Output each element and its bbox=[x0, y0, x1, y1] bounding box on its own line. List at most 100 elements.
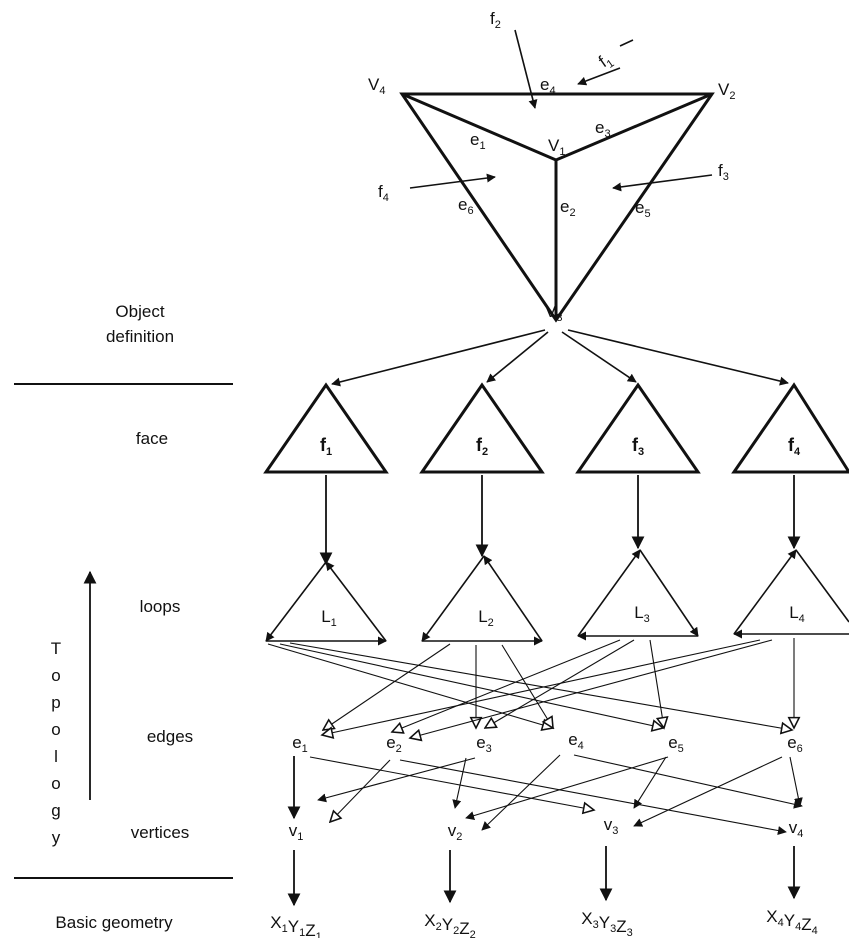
face-triangles bbox=[263, 382, 849, 474]
topology-letter: p bbox=[51, 693, 60, 712]
vertex-v3-label: v3 bbox=[604, 815, 619, 837]
basic-geometry-label: Basic geometry bbox=[55, 913, 173, 932]
object-definition-label-2: definition bbox=[106, 327, 174, 346]
face-triangle-f4 bbox=[731, 382, 849, 474]
arrow-to-f1 bbox=[331, 329, 546, 387]
arrow-to-f2 bbox=[486, 331, 549, 383]
tetra-face-label-f3: f3 bbox=[718, 161, 729, 183]
edge-e2-label: e2 bbox=[386, 733, 402, 755]
loop-triangle-l1 bbox=[265, 561, 387, 646]
arrow-e2-v1 bbox=[330, 759, 391, 822]
arrow-to-f3 bbox=[561, 331, 637, 383]
face-f4-label: f4 bbox=[788, 435, 801, 458]
face-triangle-f3 bbox=[575, 382, 701, 474]
arrow-l3-e2 bbox=[392, 639, 621, 732]
vertex-labels: v1 v2 v3 v4 bbox=[289, 815, 804, 843]
tetra-edge-label-e1: e1 bbox=[470, 130, 486, 152]
edge-e5-label: e5 bbox=[668, 733, 684, 755]
vertex-v2-label: v2 bbox=[448, 821, 463, 843]
arrow-l1-e4 bbox=[267, 643, 553, 728]
vertex-v4-label: v4 bbox=[789, 818, 804, 840]
loop-triangles bbox=[265, 549, 849, 646]
tetra-edge-label-e4: e4 bbox=[540, 75, 556, 97]
arrow-l2-e4 bbox=[501, 644, 553, 728]
vertices-label: vertices bbox=[131, 823, 190, 842]
loop-to-edge-arrows bbox=[267, 638, 794, 738]
face-triangle-f2 bbox=[419, 382, 545, 474]
topology-letter: o bbox=[51, 774, 60, 793]
loop-l3-label: L3 bbox=[634, 603, 650, 625]
arrow-l1-e6 bbox=[289, 642, 792, 730]
loop-triangle-l4 bbox=[733, 549, 849, 639]
tetra-face-label-f4: f4 bbox=[378, 182, 389, 204]
edge-e3-label: e3 bbox=[476, 733, 492, 755]
geometry-2-label: X2Y2Z2 bbox=[424, 911, 475, 938]
edges-label: edges bbox=[147, 727, 193, 746]
topology-letter: T bbox=[51, 639, 61, 658]
tetra-edge-label-e2: e2 bbox=[560, 197, 576, 219]
loop-l2-label: L2 bbox=[478, 607, 494, 629]
tetra-outline bbox=[399, 92, 715, 323]
loop-triangle-l3 bbox=[577, 549, 699, 641]
tetra-edge-e1 bbox=[401, 92, 557, 162]
edge-e1-label: e1 bbox=[292, 733, 308, 755]
vertex-v1-label: v1 bbox=[289, 821, 304, 843]
arrow-e4-v4 bbox=[573, 754, 803, 809]
arrow-e6-v3 bbox=[633, 756, 783, 827]
arrow-l1-e5 bbox=[279, 643, 663, 728]
geometry-1-label: X1Y1Z1 bbox=[270, 913, 321, 938]
tetra-vertex-v1: V1 bbox=[548, 136, 565, 158]
edge-e6-label: e6 bbox=[787, 733, 803, 755]
loop-labels: L1 L2 L3 L4 bbox=[321, 603, 805, 629]
tetra-edge-label-e3: e3 bbox=[595, 118, 611, 140]
edge-labels: e1 e2 e3 e4 e5 e6 bbox=[292, 730, 803, 755]
face-f1-label: f1 bbox=[320, 435, 332, 458]
edge-e4-label: e4 bbox=[568, 730, 584, 752]
arrow-to-f4 bbox=[567, 329, 789, 386]
arrow-e2-v4 bbox=[399, 759, 787, 835]
face-triangle-f1 bbox=[263, 382, 389, 474]
loop-triangle-l2 bbox=[421, 555, 543, 646]
tetrahedron bbox=[399, 92, 715, 323]
loop-l4-label: L4 bbox=[789, 603, 805, 625]
arrow-e4-v2 bbox=[481, 754, 561, 831]
face-f2-label: f2 bbox=[476, 435, 488, 458]
arrow-l3-e5 bbox=[649, 639, 664, 728]
arrow-l4-e2 bbox=[410, 639, 773, 738]
arrow-e5-v3 bbox=[633, 756, 667, 809]
geometry-4-label: X4Y4Z4 bbox=[766, 907, 817, 937]
topology-letter: o bbox=[51, 666, 60, 685]
tetra-edge-label-e5: e5 bbox=[635, 198, 651, 220]
arrow-e6-v4 bbox=[789, 756, 803, 807]
topology-letter: g bbox=[51, 801, 60, 820]
arrow-e3-v1 bbox=[317, 757, 476, 803]
f1-tail bbox=[619, 39, 634, 47]
edge-to-vertex-arrows bbox=[287, 754, 803, 835]
v3-to-face-arrows bbox=[331, 329, 789, 387]
arrow-e1-v3 bbox=[309, 756, 594, 810]
face-pointers bbox=[409, 29, 713, 192]
f2-pointer bbox=[514, 29, 538, 109]
tetra-vertex-v4: V4 bbox=[368, 75, 385, 97]
tetra-vertex-v3: V3 bbox=[545, 302, 562, 324]
topology-letter: o bbox=[51, 720, 60, 739]
topology-label: T o p o l o g y bbox=[51, 639, 61, 847]
tetra-vertex-v2: V2 bbox=[718, 80, 735, 102]
face-label: face bbox=[136, 429, 168, 448]
face-f3-label: f3 bbox=[632, 435, 644, 458]
loops-label: loops bbox=[140, 597, 181, 616]
loop-l1-label: L1 bbox=[321, 607, 337, 629]
f4-pointer bbox=[409, 173, 496, 189]
f3-pointer bbox=[612, 174, 713, 192]
arrow-l2-e1 bbox=[323, 643, 451, 730]
f1-pointer bbox=[577, 67, 621, 86]
tetra-face-label-f2: f2 bbox=[490, 9, 501, 31]
topology-letter: y bbox=[52, 828, 61, 847]
tetra-edge-e3 bbox=[555, 92, 713, 162]
face-labels: f1 f2 f3 f4 bbox=[320, 435, 801, 458]
arrow-l4-e1 bbox=[322, 639, 761, 735]
arrow-e3-v2 bbox=[452, 757, 467, 809]
face-to-loop-arrows bbox=[319, 475, 801, 566]
arrow-e5-v2 bbox=[465, 756, 669, 820]
